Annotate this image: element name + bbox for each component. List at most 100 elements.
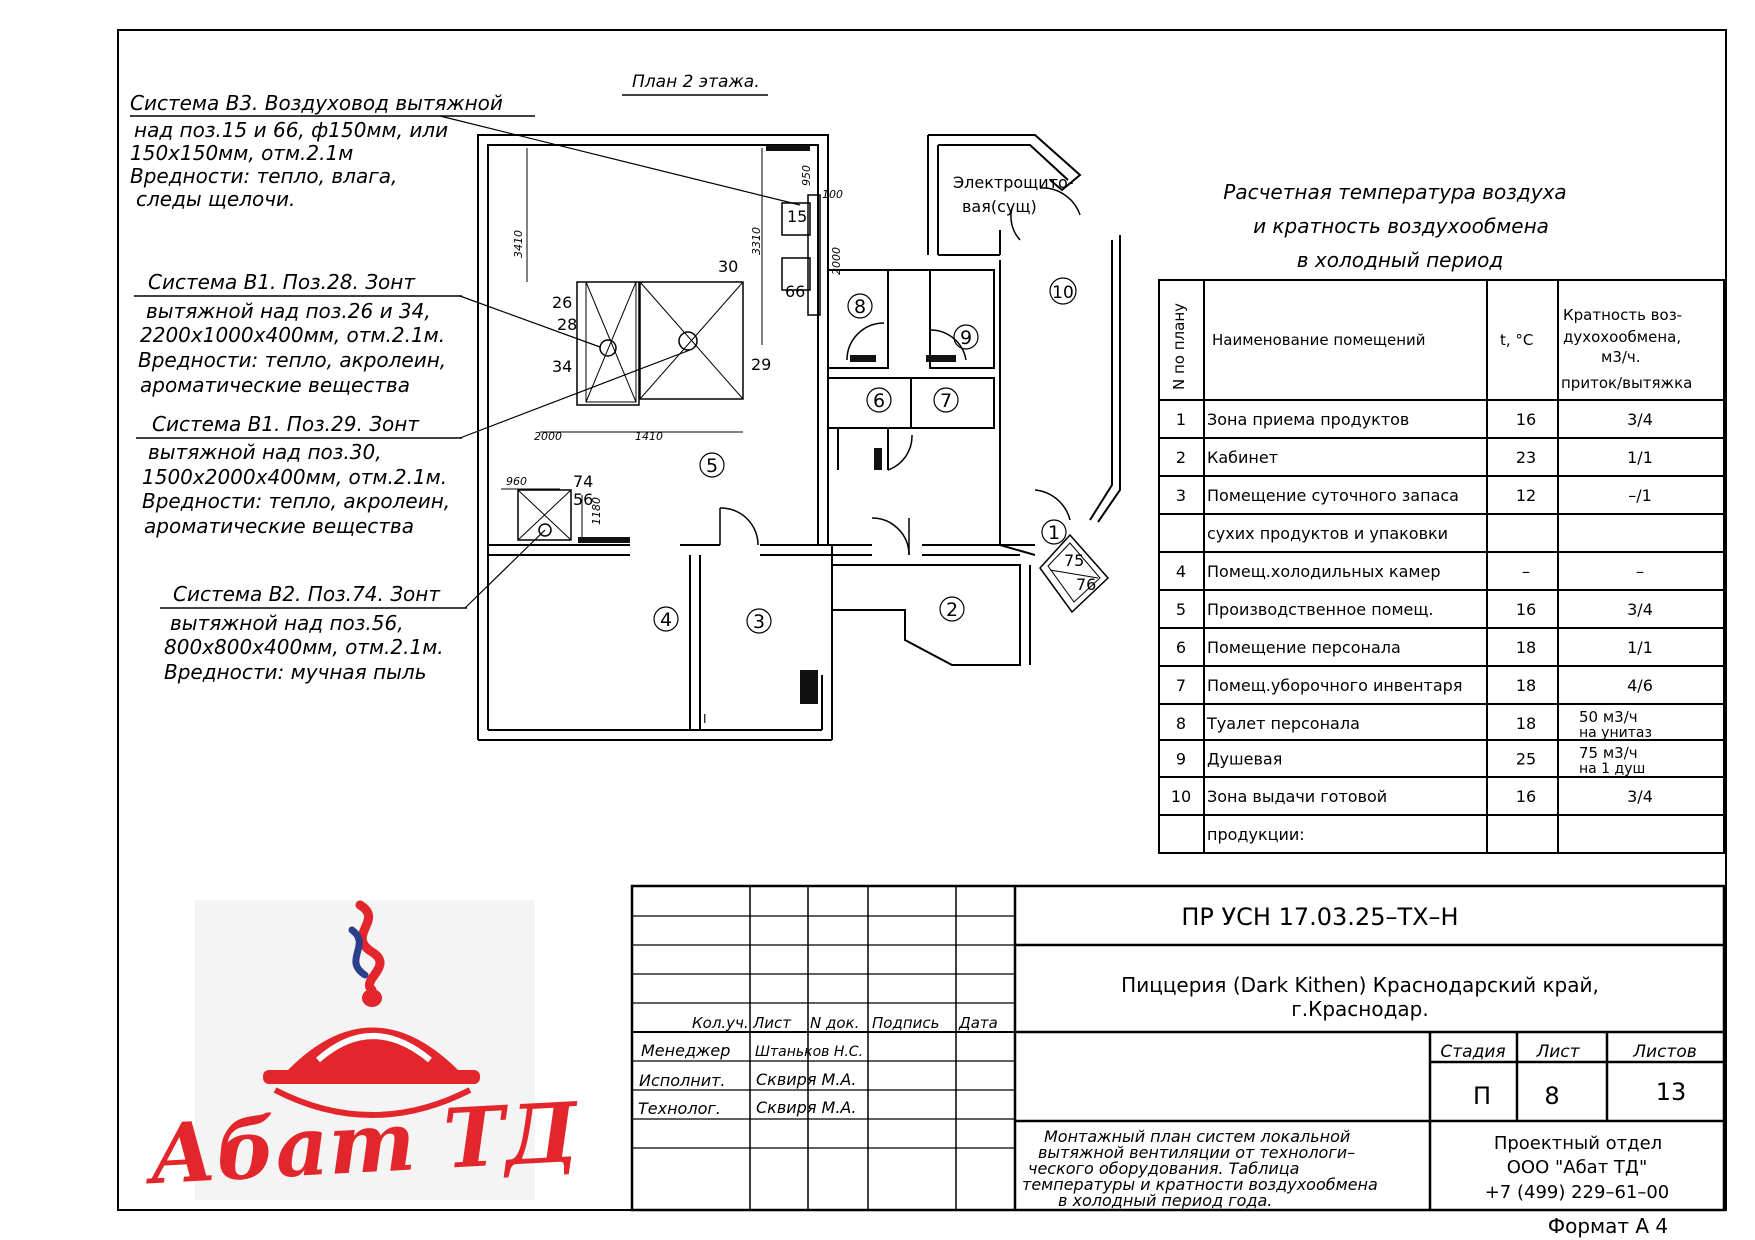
- org-phone: +7 (499) 229–61–00: [1485, 1182, 1670, 1203]
- table-cell-num: 4: [1176, 562, 1186, 581]
- name-executor: Сквиря М.А.: [756, 1070, 856, 1089]
- header-temp: t, °С: [1500, 331, 1533, 349]
- callout-line: следы щелочи.: [136, 187, 295, 211]
- callout-line: ароматические вещества: [144, 514, 414, 538]
- name-manager: Штаньков Н.С.: [755, 1044, 863, 1060]
- table-cell-rate: 50 м3/ч: [1579, 708, 1638, 726]
- description-line: в холодный период года.: [1058, 1191, 1272, 1210]
- table-title-line: Расчетная температура воздуха: [1223, 180, 1566, 204]
- table-cell-rate: 1/1: [1627, 638, 1653, 657]
- table-cell-rate: 4/6: [1627, 676, 1653, 695]
- role-executor: Исполнит.: [639, 1071, 726, 1090]
- table-cell-room-name: Производственное помещ.: [1207, 600, 1434, 619]
- sheet-value: 8: [1544, 1082, 1559, 1110]
- table-cell-temp: –: [1522, 562, 1530, 581]
- table-cell-temp: 16: [1516, 787, 1536, 806]
- col-header-podpis: Подпись: [872, 1014, 939, 1032]
- header-num: N по плану: [1170, 303, 1188, 390]
- air-exchange-table: [1158, 279, 1725, 854]
- room-number-2: 2: [946, 599, 958, 621]
- table-cell-temp: 18: [1516, 714, 1536, 733]
- role-technologist: Технолог.: [638, 1099, 721, 1118]
- table-cell-room-name: Зона выдачи готовой: [1207, 787, 1387, 806]
- table-cell-num: 1: [1176, 410, 1186, 429]
- callout-line: Вредности: мучная пыль: [164, 660, 427, 684]
- title-block: [630, 884, 1726, 1212]
- table-cell-num: 2: [1176, 448, 1186, 467]
- callout-line: Система В1. Поз.29. Зонт: [152, 412, 420, 436]
- table-cell-temp: 23: [1516, 448, 1536, 467]
- table-cell-rate: 75 м3/ч: [1579, 744, 1638, 762]
- callout-line: Вредности: тепло, акролеин,: [142, 489, 450, 513]
- header-rate-3: м3/ч.: [1601, 348, 1641, 366]
- description-line: вытяжной вентиляции от технологи–: [1038, 1143, 1355, 1162]
- room-markers: 1 2 3 4 5 6 7 8 9 10: [653, 277, 1077, 634]
- callout-line: вытяжной над поз.26 и 34,: [146, 299, 431, 323]
- table-cell-temp: 12: [1516, 486, 1536, 505]
- table-cell-room-name: Помещение персонала: [1207, 638, 1401, 657]
- table-title-line: и кратность воздухообмена: [1253, 214, 1549, 238]
- table-cell-num: 6: [1176, 638, 1186, 657]
- table-cell-num: 10: [1171, 787, 1191, 806]
- table-cell-num: 8: [1176, 714, 1186, 733]
- pos-56-label: 56: [573, 490, 593, 509]
- col-header-data: Дата: [958, 1014, 998, 1032]
- header-rate-4: приток/вытяжка: [1561, 374, 1692, 392]
- callout-line: над поз.15 и 66, ф150мм, или: [134, 118, 448, 142]
- paper-format: Формат А 4: [1548, 1214, 1668, 1238]
- callout-line: 800х800х400мм, отм.2.1м.: [164, 635, 444, 659]
- pos-26-label: 26: [552, 293, 572, 312]
- pos-75-label: 75: [1064, 551, 1084, 570]
- org-dept: Проектный отдел: [1494, 1133, 1662, 1154]
- pos-74-label: 74: [573, 472, 593, 491]
- table-cell-num: 3: [1176, 486, 1186, 505]
- description-line: Монтажный план систем локальной: [1044, 1127, 1350, 1146]
- pos-15-label: 15: [787, 207, 807, 226]
- dim-3310: 3310: [750, 227, 763, 255]
- steam-blue-icon: [348, 926, 369, 979]
- electrical-room-label: Электрощито-: [953, 173, 1074, 192]
- table-headers: N по плану Наименование помещений t, °С …: [1170, 303, 1692, 392]
- electrical-room-label-2: вая(сущ): [962, 197, 1037, 216]
- callout-line: Система В3. Воздуховод вытяжной: [130, 91, 503, 115]
- table-cell-num: 7: [1176, 676, 1186, 695]
- project-name-line-1: Пиццерия (Dark Kithen) Краснодарский кра…: [1121, 973, 1599, 997]
- callout-line: 1500х2000х400мм, отм.2.1м.: [142, 465, 447, 489]
- header-rate-1: Кратность воз-: [1563, 306, 1682, 324]
- callout-line: вытяжной над поз.56,: [170, 611, 404, 635]
- table-cell-temp: 18: [1516, 638, 1536, 657]
- table-cell-rate-note: на унитаз: [1579, 725, 1652, 741]
- document-code: ПР УСН 17.03.25–ТХ–Н: [1181, 903, 1458, 931]
- callout-v2-74: Система В2. Поз.74. Зонт вытяжной над по…: [164, 582, 444, 684]
- room-number-8: 8: [854, 296, 866, 318]
- table-cell-room-name: Кабинет: [1207, 448, 1278, 467]
- dim-3410: 3410: [512, 230, 525, 258]
- room-number-10: 10: [1052, 283, 1074, 303]
- table-cell-temp: 16: [1516, 410, 1536, 429]
- table-cell-room-name: Туалет персонала: [1206, 714, 1360, 733]
- table-cell-room-name: продукции:: [1207, 825, 1305, 844]
- dim-1410: 1410: [635, 430, 663, 443]
- name-technologist: Сквиря М.А.: [756, 1098, 856, 1117]
- plan-title: План 2 этажа.: [632, 72, 760, 92]
- org-name: ООО "Абат ТД": [1507, 1157, 1648, 1178]
- table-cell-room-name: Помещение суточного запаса: [1207, 486, 1459, 505]
- callout-line: Вредности: тепло, акролеин,: [138, 348, 446, 372]
- table-cell-temp: 25: [1516, 750, 1536, 769]
- callout-v1-29: Система В1. Поз.29. Зонт вытяжной над по…: [142, 412, 450, 538]
- role-manager: Менеджер: [641, 1041, 730, 1060]
- table-cell-rate: –/1: [1628, 486, 1652, 505]
- sheet-label: Лист: [1535, 1042, 1580, 1062]
- table-cell-room-name: сухих продуктов и упаковки: [1207, 524, 1448, 543]
- dim-2000-horizontal: 2000: [534, 430, 562, 443]
- room-number-5: 5: [706, 455, 718, 477]
- dim-2000-vertical: 2000: [830, 247, 843, 275]
- table-cell-room-name: Помещ.холодильных камер: [1207, 562, 1440, 581]
- table-cell-rate: 3/4: [1627, 600, 1653, 619]
- table-cell-rate: 1/1: [1627, 448, 1653, 467]
- table-cell-num: 5: [1176, 600, 1186, 619]
- table-cell-rate: 3/4: [1627, 787, 1653, 806]
- mark-label: I: [703, 712, 707, 726]
- project-name-line-2: г.Краснодар.: [1291, 997, 1428, 1021]
